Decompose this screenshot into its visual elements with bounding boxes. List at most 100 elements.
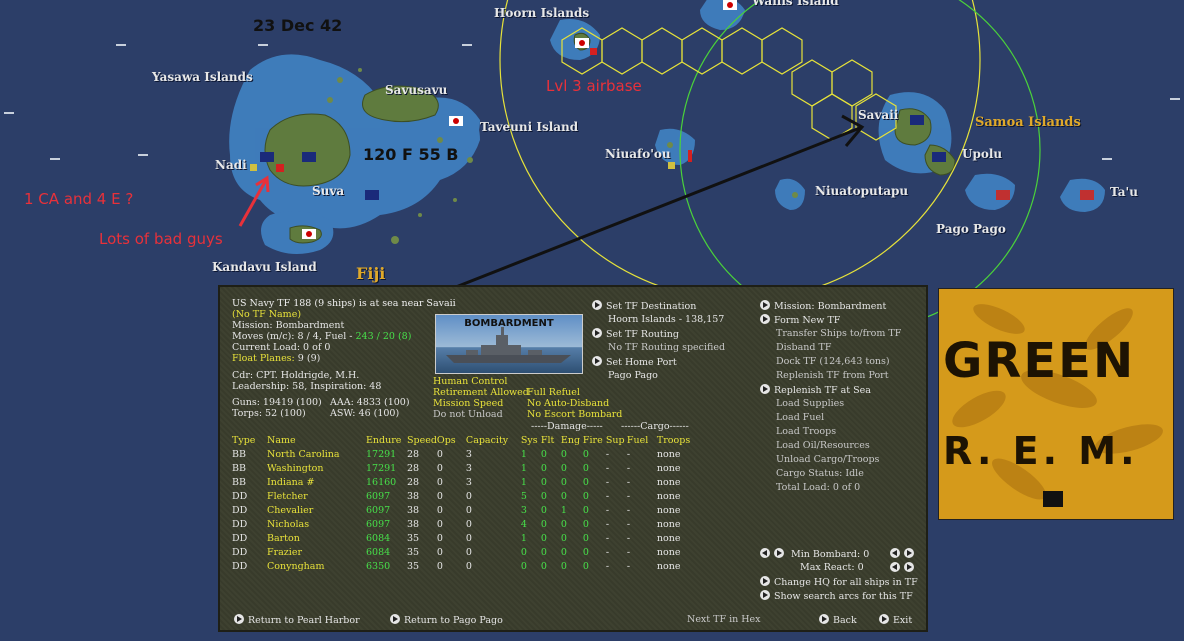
setting-escort[interactable]: No Escort Bombard <box>527 409 623 420</box>
setting-unload[interactable]: Do not Unload <box>433 409 503 420</box>
column-header[interactable]: Fuel <box>626 434 649 446</box>
setting-auto-disband[interactable]: No Auto-Disband <box>527 398 610 409</box>
column-header[interactable]: Type <box>232 434 256 446</box>
ship-cell: 0 <box>560 476 567 488</box>
tf-header: US Navy TF 188 (9 ships) is at sea near … <box>232 298 456 309</box>
column-header[interactable]: Sup <box>605 434 625 446</box>
column-header[interactable]: Flt <box>540 434 555 446</box>
ship-cell: 0 <box>465 504 472 516</box>
ship-cell: 3 <box>465 462 472 474</box>
column-header[interactable]: Capacity <box>465 434 509 446</box>
label-wallis-island: Wallis Island <box>752 0 839 8</box>
ship-cell: 28 <box>407 476 420 488</box>
set-home-port-button[interactable]: Set Home Port <box>592 356 677 369</box>
column-header[interactable]: Speed <box>407 434 437 446</box>
mission-image-label: BOMBARDMENT <box>464 318 554 329</box>
album-logo-icon <box>1043 491 1063 507</box>
ship-cell: 0 <box>436 504 443 516</box>
ship-cell: - <box>605 448 610 460</box>
tf-aaa: AAA: 4833 (100) <box>330 397 410 408</box>
search-arcs-button[interactable]: Show search arcs for this TF <box>760 590 913 603</box>
ship-cell: DD <box>232 546 248 558</box>
replenish-sea-button[interactable]: Replenish TF at Sea <box>760 384 871 397</box>
ship-cell: 0 <box>560 462 567 474</box>
ship-cell: - <box>626 448 631 460</box>
column-header[interactable]: Ops <box>436 434 456 446</box>
increase-icon[interactable] <box>904 562 914 572</box>
ship-cell: 0 <box>465 560 472 572</box>
ship-cell: 0 <box>582 476 589 488</box>
mission-button[interactable]: Mission: Bombardment <box>760 300 886 313</box>
min-bombard-arrows <box>890 548 918 561</box>
set-routing-label: Set TF Routing <box>606 329 679 340</box>
form-new-tf-button[interactable]: Form New TF <box>760 314 840 327</box>
ship-cell: 38 <box>407 490 420 502</box>
change-hq-label: Change HQ for all ships in TF <box>774 577 918 588</box>
ship-cell: - <box>626 462 631 474</box>
back-button[interactable]: Back <box>819 614 857 627</box>
column-header[interactable]: Fire <box>582 434 603 446</box>
column-header[interactable]: Eng <box>560 434 581 446</box>
ship-cell: Washington <box>267 462 324 474</box>
ship-cell: - <box>605 546 610 558</box>
set-routing-button[interactable]: Set TF Routing <box>592 328 679 341</box>
ship-cell: BB <box>232 448 246 460</box>
form-new-tf-label: Form New TF <box>774 315 841 326</box>
ship-cell: 0 <box>582 490 589 502</box>
increase-icon[interactable] <box>774 548 784 558</box>
ship-cell: 6084 <box>366 532 391 544</box>
setting-refuel[interactable]: Full Refuel <box>527 387 580 398</box>
tf-commander[interactable]: Cdr: CPT. Holdrigde, M.H. <box>232 370 360 381</box>
decrease-icon[interactable] <box>760 548 770 558</box>
column-header[interactable]: Name <box>267 434 296 446</box>
return-pearl-button[interactable]: Return to Pearl Harbor <box>234 614 360 627</box>
load-oil-button[interactable]: Load Oil/Resources <box>776 440 870 451</box>
transfer-ships-button[interactable]: Transfer Ships to/from TF <box>776 328 902 339</box>
ship-cell: 5 <box>520 490 527 502</box>
load-fuel-button[interactable]: Load Fuel <box>776 412 825 423</box>
return-pago-button[interactable]: Return to Pago Pago <box>390 614 503 627</box>
tf-name[interactable]: (No TF Name) <box>232 309 302 320</box>
setting-retirement[interactable]: Retirement Allowed <box>433 387 529 398</box>
setting-mission-speed[interactable]: Mission Speed <box>433 398 504 409</box>
setting-human-control[interactable]: Human Control <box>433 376 508 387</box>
change-hq-button[interactable]: Change HQ for all ships in TF <box>760 576 918 589</box>
disband-tf-button[interactable]: Disband TF <box>776 342 832 353</box>
album-cover-image: GREEN R. E. M. <box>938 288 1174 520</box>
label-fiji: Fiji <box>356 264 386 283</box>
dock-tf-button[interactable]: Dock TF (124,643 tons) <box>776 356 890 367</box>
ship-cell: DD <box>232 560 248 572</box>
tf-float-planes[interactable]: Float Planes: 9 (9) <box>232 353 320 365</box>
column-header[interactable]: Endure <box>366 434 402 446</box>
ship-cell: 0 <box>436 546 443 558</box>
decrease-icon[interactable] <box>890 548 900 558</box>
ship-cell: 6084 <box>366 546 391 558</box>
next-tf-button[interactable]: Next TF in Hex <box>687 614 761 625</box>
column-header[interactable]: Troops <box>656 434 691 446</box>
ship-cell: 0 <box>540 476 547 488</box>
unload-cargo-button[interactable]: Unload Cargo/Troops <box>776 454 880 465</box>
exit-button[interactable]: Exit <box>879 614 912 627</box>
album-title: GREEN <box>943 333 1136 389</box>
column-header[interactable]: Sys <box>520 434 538 446</box>
battleship-icon <box>446 327 571 363</box>
increase-icon[interactable] <box>904 548 914 558</box>
arrow-button-icon <box>592 328 602 338</box>
load-troops-button[interactable]: Load Troops <box>776 426 837 437</box>
moves-label: Moves (m/c): 8 / 4, Fuel - <box>232 331 356 342</box>
replenish-port-button[interactable]: Replenish TF from Port <box>776 370 889 381</box>
set-destination-button[interactable]: Set TF Destination <box>592 300 696 313</box>
load-supplies-button[interactable]: Load Supplies <box>776 398 845 409</box>
decrease-icon[interactable] <box>890 562 900 572</box>
ship-cell: 1 <box>560 504 567 516</box>
